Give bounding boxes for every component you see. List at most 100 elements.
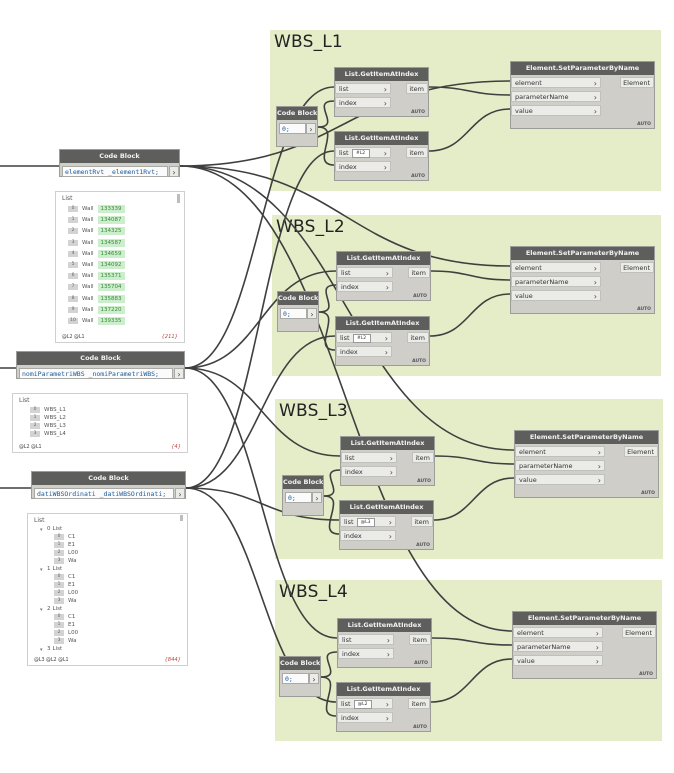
output-port-item[interactable]: item — [408, 267, 430, 278]
input-port-list[interactable]: list@L2› — [337, 698, 393, 709]
collapse-arrow-icon[interactable]: ▾ — [40, 526, 43, 533]
output-port-item[interactable]: item — [412, 452, 434, 463]
element-id[interactable]: 133339 — [97, 205, 125, 213]
output-port-item[interactable]: item — [407, 332, 429, 343]
output-port[interactable]: › — [169, 166, 179, 177]
input-port-parameterName[interactable]: parameterName› — [511, 276, 601, 287]
input-port-index[interactable]: index› — [341, 466, 397, 477]
output-port[interactable]: › — [175, 488, 185, 499]
output-port[interactable]: › — [307, 308, 317, 319]
input-port-index[interactable]: index› — [335, 97, 391, 108]
output-port-item[interactable]: item — [409, 634, 431, 645]
input-port-value[interactable]: value› — [511, 105, 601, 116]
output-port-item[interactable]: item — [411, 516, 433, 527]
index-level-input[interactable]: @L3 — [356, 517, 375, 527]
input-port-value[interactable]: value› — [515, 474, 605, 485]
output-port-element[interactable]: Element — [620, 262, 654, 273]
element-id[interactable]: 134587 — [97, 238, 125, 247]
code-block-data[interactable]: Code Block datiWBSOrdinati _datiWBSOrdin… — [31, 471, 186, 499]
list-value: C1 — [68, 614, 76, 620]
input-port-element[interactable]: element› — [511, 77, 601, 88]
output-port-item[interactable]: item — [406, 147, 428, 158]
input-port-list[interactable]: list› — [341, 452, 397, 463]
lacing-auto-label: AUTO — [414, 661, 428, 666]
code-input[interactable]: nomiParametriWBS _nomiParametriWBS; — [19, 368, 173, 379]
output-port-element[interactable]: Element — [620, 77, 654, 88]
input-port-index[interactable]: index› — [335, 161, 391, 172]
input-port-index[interactable]: index› — [336, 346, 392, 357]
element-id[interactable]: 134325 — [97, 227, 125, 236]
input-port-element[interactable]: element› — [513, 627, 603, 638]
scrollbar[interactable] — [177, 194, 180, 203]
output-port-element[interactable]: Element — [622, 627, 656, 638]
input-port-index[interactable]: index› — [337, 712, 393, 723]
element-id[interactable]: 134659 — [97, 249, 125, 258]
input-port-index[interactable]: index› — [338, 648, 394, 659]
input-port-element[interactable]: element› — [515, 446, 605, 457]
collapse-arrow-icon[interactable]: ▾ — [40, 606, 43, 613]
list-value: E1 — [68, 622, 75, 628]
input-port-index[interactable]: index› — [340, 530, 396, 541]
input-port-element[interactable]: element› — [511, 262, 601, 273]
output-port-item[interactable]: item — [406, 83, 428, 94]
scrollbar[interactable] — [180, 515, 183, 521]
index-level-input[interactable]: @L2 — [353, 699, 372, 709]
output-port[interactable]: › — [306, 123, 316, 134]
code-block-parameter-names[interactable]: Code Block nomiParametriWBS _nomiParamet… — [16, 351, 185, 379]
input-port-list[interactable]: list#L2› — [335, 147, 391, 158]
element-id[interactable]: 135883 — [97, 294, 125, 303]
code-input[interactable]: 0; — [282, 673, 309, 684]
index-level-input[interactable]: #L2 — [351, 148, 370, 158]
output-port[interactable]: › — [309, 673, 319, 684]
code-input[interactable]: 0; — [285, 492, 312, 503]
element-id[interactable]: 135704 — [97, 283, 125, 292]
input-port-list[interactable]: list› — [335, 83, 391, 94]
element-id[interactable]: 139335 — [97, 317, 125, 325]
input-port-list[interactable]: list#L2› — [336, 332, 392, 343]
input-port-list[interactable]: list@L3› — [340, 516, 396, 527]
input-port-parameterName[interactable]: parameterName› — [513, 641, 603, 652]
output-port-element[interactable]: Element — [624, 446, 658, 457]
input-port-value[interactable]: value› — [513, 655, 603, 666]
collapse-arrow-icon[interactable]: ▾ — [40, 566, 43, 573]
code-input[interactable]: 0; — [280, 308, 307, 319]
code-block-elements[interactable]: Code Block elementRvt _element1Rvt; › — [59, 149, 180, 177]
output-port-item[interactable]: item — [408, 698, 430, 709]
code-input[interactable]: elementRvt _element1Rvt; — [62, 166, 168, 177]
input-port-index[interactable]: index› — [337, 281, 393, 292]
input-port-list[interactable]: list› — [338, 634, 394, 645]
output-port[interactable]: › — [174, 368, 184, 379]
input-port-value[interactable]: value› — [511, 290, 601, 301]
element-id[interactable]: 135371 — [97, 272, 125, 281]
output-port[interactable]: › — [312, 492, 322, 503]
collapse-arrow-icon[interactable]: ▾ — [40, 646, 43, 653]
element-id[interactable]: 134092 — [97, 261, 125, 269]
element-id[interactable]: 134087 — [97, 216, 125, 225]
code-input[interactable]: 0; — [279, 123, 306, 134]
code-input[interactable]: datiWBSOrdinati _datiWBSOrdinati; — [34, 488, 174, 499]
input-port-parameterName[interactable]: parameterName› — [515, 460, 605, 471]
element-id[interactable]: 137220 — [97, 305, 125, 314]
input-port-list[interactable]: list› — [337, 267, 393, 278]
index-level-input[interactable]: #L2 — [352, 333, 371, 343]
input-port-parameterName[interactable]: parameterName› — [511, 91, 601, 102]
